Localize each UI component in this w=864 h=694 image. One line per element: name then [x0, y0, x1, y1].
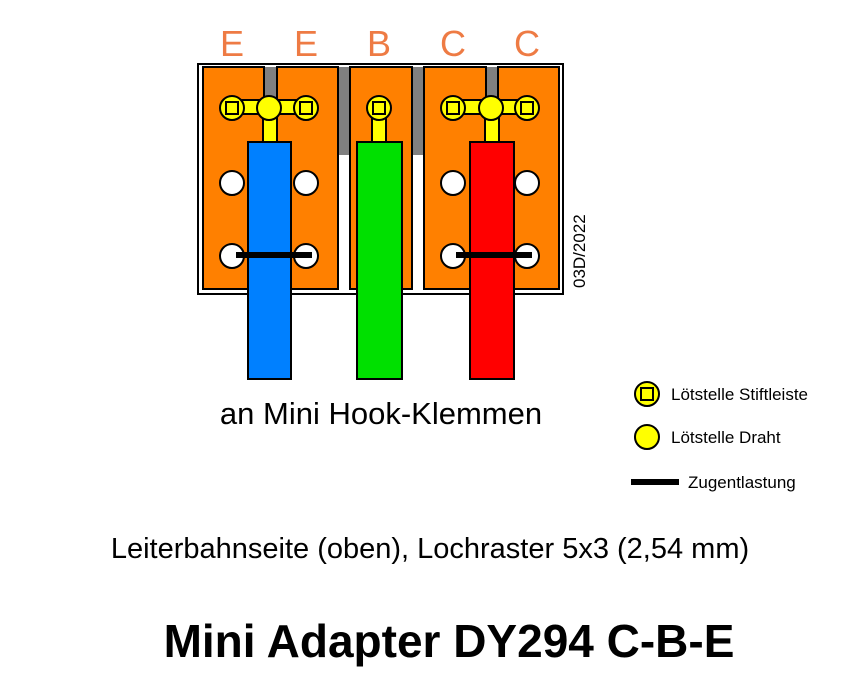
legend-strain-relief-label: Zugentlastung — [688, 473, 796, 492]
legend-pad-square-icon — [634, 381, 660, 407]
wire-base — [356, 141, 403, 380]
legend-pad-square-label: Lötstelle Stiftleiste — [671, 385, 808, 404]
revision-code: 03D/2022 — [570, 214, 589, 288]
hole — [440, 170, 466, 196]
pin-pad-5 — [514, 95, 540, 121]
wire-joint-emitter — [256, 95, 282, 121]
strain-relief-emitter — [236, 252, 312, 258]
wire-collector — [469, 141, 515, 380]
pin-label-5: C — [514, 23, 540, 64]
subtitle: an Mini Hook-Klemmen — [220, 396, 542, 431]
hole — [293, 170, 319, 196]
title: Mini Adapter DY294 C-B-E — [164, 615, 735, 667]
pin-pad-3 — [366, 95, 392, 121]
strain-relief-collector — [456, 252, 532, 258]
legend-pad-round-label: Lötstelle Draht — [671, 428, 781, 447]
pin-label-4: C — [440, 23, 466, 64]
legend-pad-round-icon — [634, 424, 660, 450]
wire-joint-collector — [478, 95, 504, 121]
wire-emitter — [247, 141, 292, 380]
legend-strain-relief-icon — [631, 479, 679, 485]
gap-2 — [337, 67, 351, 155]
hole — [514, 170, 540, 196]
gap-3 — [411, 67, 425, 155]
hole — [219, 170, 245, 196]
pin-label-3: B — [367, 23, 391, 64]
pin-pad-2 — [293, 95, 319, 121]
pin-pad-4 — [440, 95, 466, 121]
pin-label-2: E — [294, 23, 318, 64]
legend: Lötstelle Stiftleiste Lötstelle Draht Zu… — [631, 381, 808, 492]
description: Leiterbahnseite (oben), Lochraster 5x3 (… — [111, 533, 749, 565]
pin-label-1: E — [220, 23, 244, 64]
pin-pad-1 — [219, 95, 245, 121]
